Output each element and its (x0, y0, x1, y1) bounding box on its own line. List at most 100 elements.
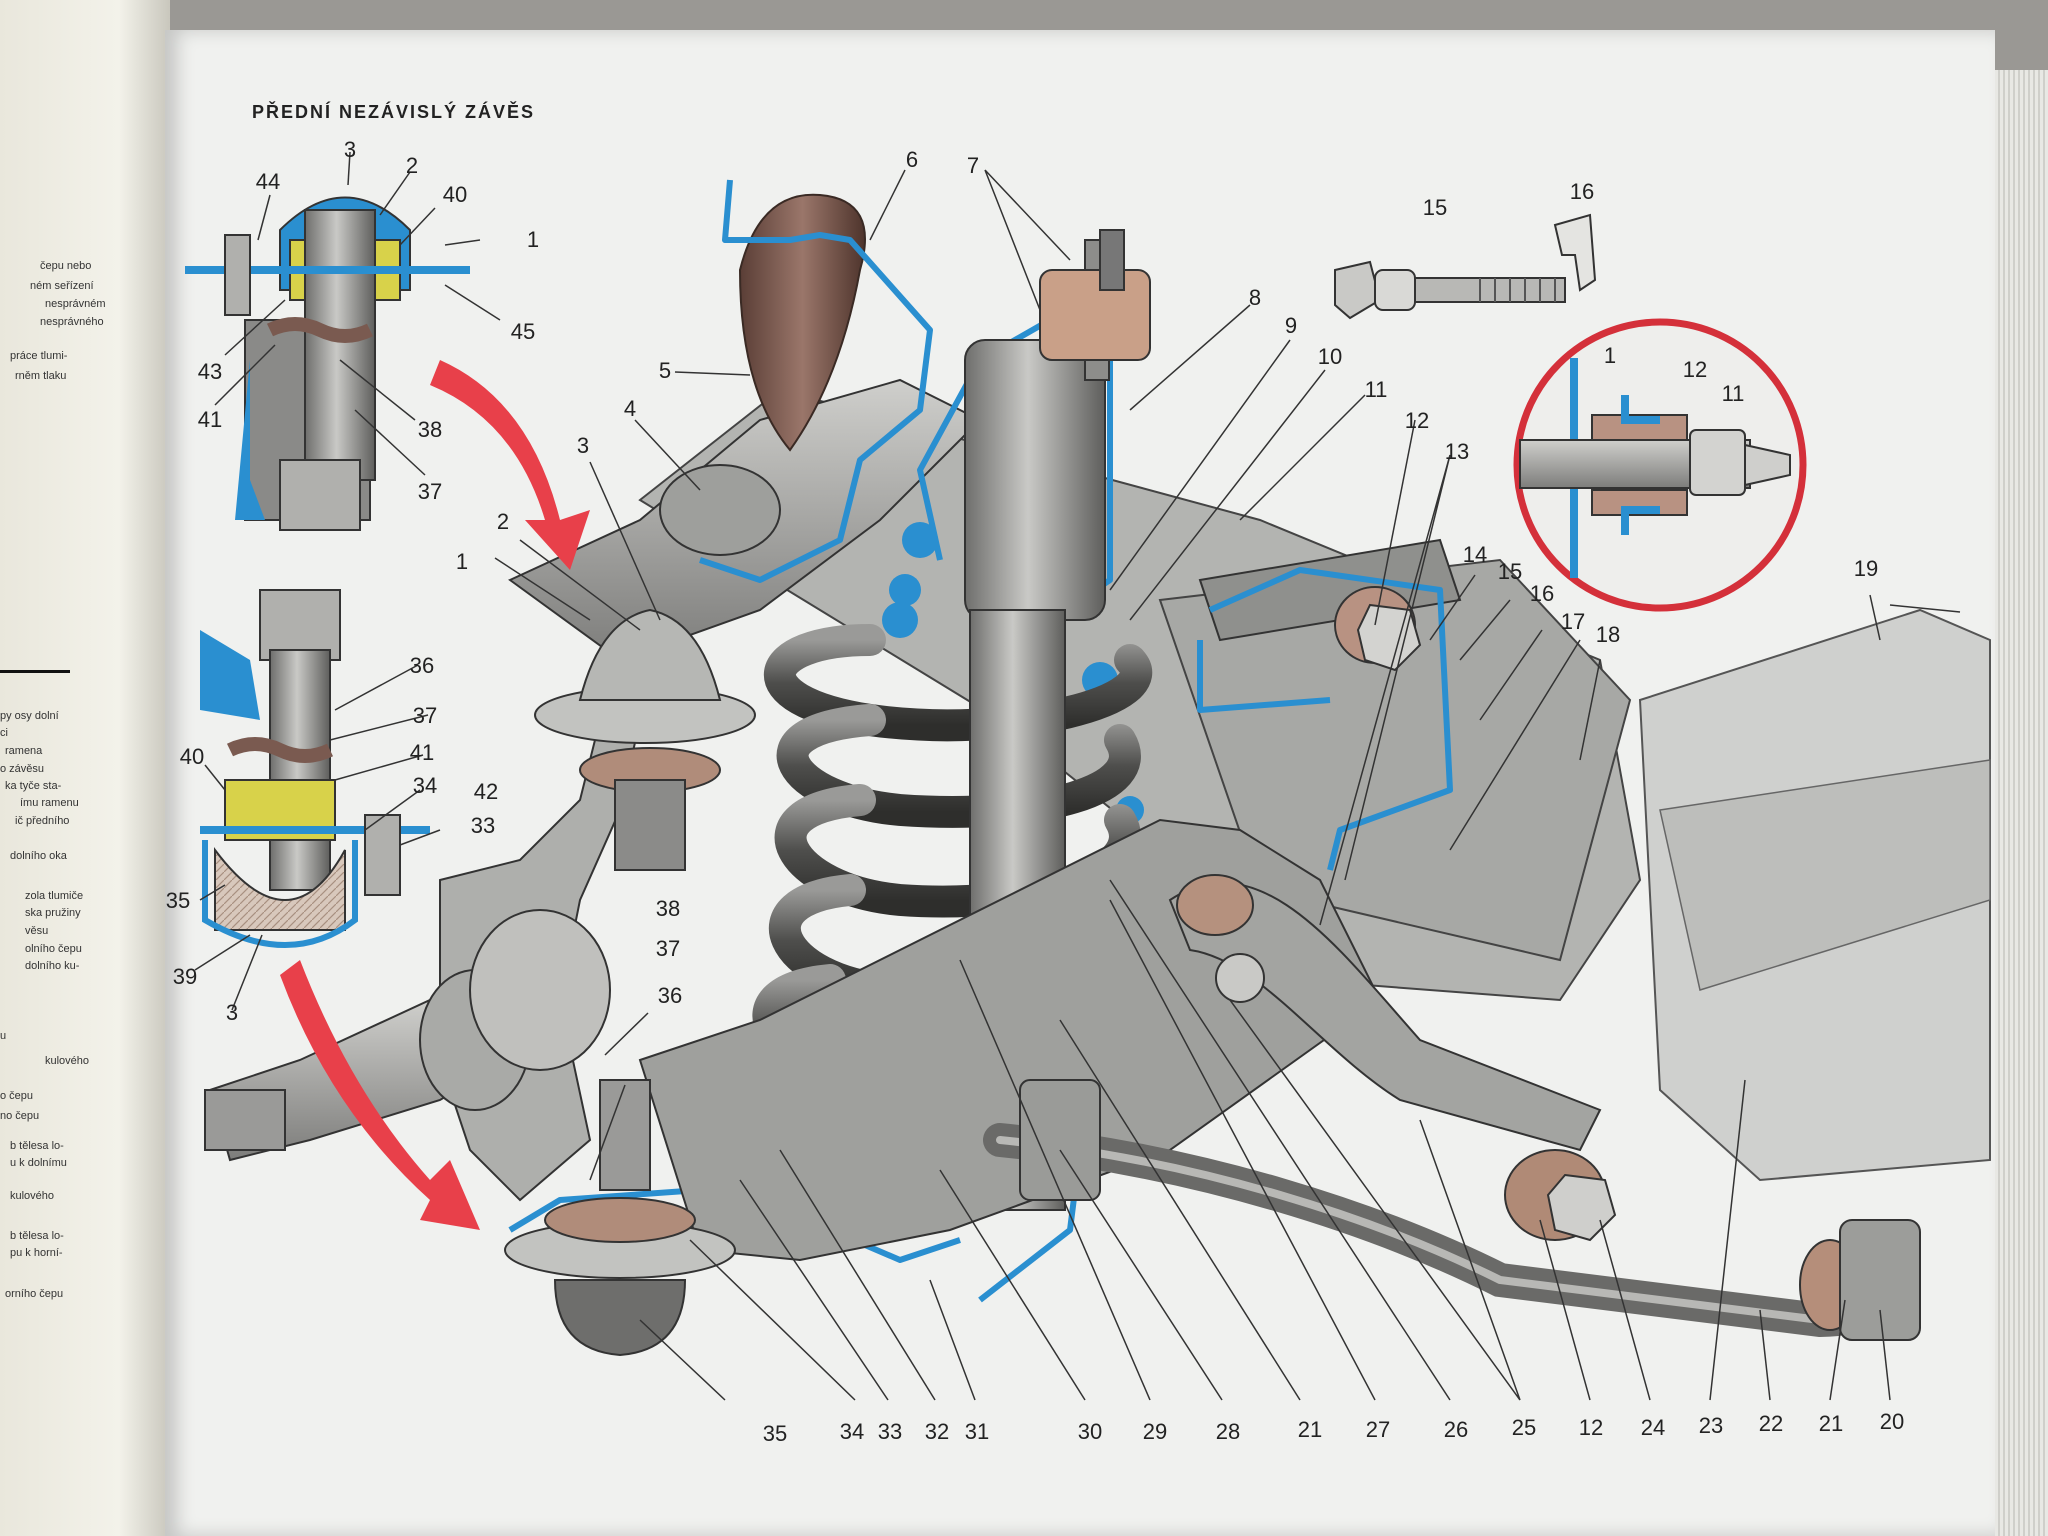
left-page-text-line: no čepu (0, 1110, 40, 1122)
label-bolt-15: 15 (1422, 195, 1448, 220)
label-top-inset-40: 40 (442, 182, 468, 207)
left-page (0, 0, 170, 1536)
left-page-text-line: u (0, 1030, 7, 1042)
lower-ball-joint (504, 1079, 736, 1357)
left-page-text-line: kulového (45, 1055, 90, 1067)
label-main-37: 37 (655, 936, 681, 961)
label-main-13: 13 (1444, 439, 1470, 464)
label-bot-inset-39: 39 (172, 964, 198, 989)
label-main-1: 1 (455, 549, 469, 574)
label-main-17: 17 (1560, 609, 1586, 634)
label-bottom-33: 33 (877, 1419, 903, 1444)
left-page-text-line: orního čepu (5, 1288, 64, 1300)
leader-lines (194, 151, 1961, 1401)
label-top-inset-45: 45 (510, 319, 536, 344)
label-top-inset-1: 1 (526, 227, 540, 252)
inset-upper-ball-joint-section (185, 196, 470, 531)
label-top-inset-2: 2 (405, 153, 419, 178)
inset-lower-ball-joint-section (200, 589, 430, 948)
left-page-text-line: věsu (25, 925, 49, 937)
label-mag-12: 12 (1682, 357, 1708, 382)
label-bottom-24: 24 (1640, 1415, 1666, 1440)
left-page-text-line: zola tlumiče (25, 890, 84, 902)
left-page-text-line: rněm tlaku (15, 370, 67, 382)
label-bot-inset-40: 40 (179, 744, 205, 769)
label-main-38: 38 (655, 896, 681, 921)
label-bot-inset-37: 37 (412, 703, 438, 728)
page-stack-edge (1995, 70, 2048, 1536)
left-page-text-line: ič předního (15, 815, 70, 827)
red-arrows (280, 360, 590, 1230)
label-top-inset-37: 37 (417, 479, 443, 504)
label-bot-inset-35: 35 (165, 888, 191, 913)
label-bot-inset-36: 36 (409, 653, 435, 678)
upper-ball-joint (534, 608, 756, 871)
label-bot-inset-3: 3 (225, 1000, 239, 1025)
left-page-text-line: pu k horní- (10, 1247, 63, 1259)
steering-knuckle (204, 719, 642, 1202)
label-main-9: 9 (1284, 313, 1298, 338)
label-bottom-23: 23 (1698, 1413, 1724, 1438)
left-page-text-line: práce tlumi- (10, 350, 68, 362)
label-main-15: 15 (1497, 559, 1523, 584)
lower-control-arm (638, 818, 1602, 1262)
label-main-11: 11 (1364, 377, 1388, 402)
left-page-text-line: nesprávného (40, 316, 104, 328)
left-page-text-line: ka tyče sta- (5, 780, 62, 792)
rubber-bump-stop (738, 193, 866, 452)
label-bot-inset-41: 41 (409, 740, 435, 765)
left-page-text-line: olního čepu (25, 943, 82, 955)
label-bottom-21a: 21 (1297, 1417, 1323, 1442)
label-bottom-29: 29 (1142, 1419, 1168, 1444)
page-title: PŘEDNÍ NEZÁVISLÝ ZÁVĚS (252, 102, 536, 122)
label-main-19: 19 (1853, 556, 1879, 581)
stabilizer-bar (983, 1079, 1921, 1341)
left-page-rule (0, 670, 70, 673)
label-mag-11: 11 (1721, 381, 1745, 406)
left-page-text-line: dolního oka (10, 850, 67, 862)
label-bottom-20: 20 (1879, 1409, 1905, 1434)
label-mag-1: 1 (1603, 343, 1617, 368)
label-bolt-16: 16 (1569, 179, 1595, 204)
label-bot-inset-33: 33 (470, 813, 496, 838)
left-page-text-line: b tělesa lo- (10, 1140, 64, 1152)
label-main-3: 3 (576, 433, 590, 458)
left-page-text-line: ramena (5, 745, 43, 757)
left-page-text-line: o čepu (0, 1090, 34, 1102)
label-bottom-27: 27 (1365, 1417, 1391, 1442)
label-bottom-30: 30 (1077, 1419, 1103, 1444)
label-main-12: 12 (1404, 408, 1430, 433)
label-bottom-21b: 21 (1818, 1411, 1844, 1436)
label-main-4: 4 (623, 396, 637, 421)
label-main-2: 2 (496, 509, 510, 534)
left-page-text-line: ímu ramenu (20, 797, 79, 809)
label-top-inset-38: 38 (417, 417, 443, 442)
label-top-inset-3: 3 (343, 137, 357, 162)
label-main-16: 16 (1529, 581, 1555, 606)
label-bot-inset-42: 42 (473, 779, 499, 804)
left-page-text-line: ci (0, 727, 8, 739)
label-main-14: 14 (1462, 542, 1488, 567)
label-top-inset-41: 41 (197, 407, 223, 432)
label-main-7: 7 (966, 153, 980, 178)
left-page-text-line: o závěsu (0, 763, 45, 775)
label-bottom-35: 35 (762, 1421, 788, 1446)
left-page-text-line: kulového (10, 1190, 55, 1202)
left-page-text-line: dolního ku- (25, 960, 80, 972)
bolt-and-clip (1334, 213, 1597, 320)
label-bottom-22: 22 (1758, 1411, 1784, 1436)
label-main-8: 8 (1248, 285, 1262, 310)
label-bottom-25: 25 (1511, 1415, 1537, 1440)
left-page-text-line: ska pružiny (25, 907, 81, 919)
left-page-text-line: b tělesa lo- (10, 1230, 64, 1242)
label-bottom-31: 31 (964, 1419, 990, 1444)
label-main-6: 6 (905, 147, 919, 172)
label-main-36: 36 (657, 983, 683, 1008)
label-bottom-28: 28 (1215, 1419, 1241, 1444)
label-top-inset-44: 44 (255, 169, 281, 194)
label-main-18: 18 (1595, 622, 1621, 647)
label-bottom-26: 26 (1443, 1417, 1469, 1442)
left-page-text-line: py osy dolní (0, 710, 59, 722)
